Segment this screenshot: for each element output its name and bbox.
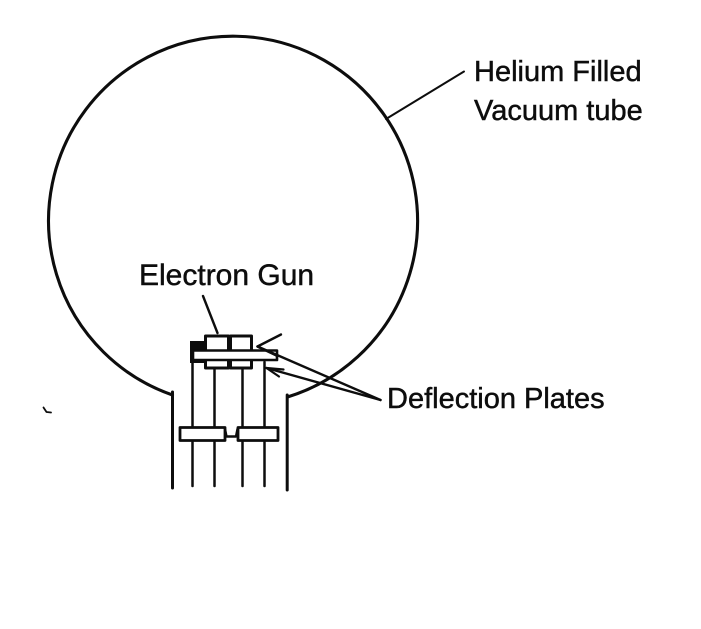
deflection-arrowhead-upper (256, 333, 283, 358)
label-tube-line2: Vacuum tube (474, 95, 643, 127)
label-deflection-plates: Deflection Plates (387, 383, 605, 415)
stray-mark (42, 406, 52, 414)
label-tube-line1: Helium Filled (474, 56, 642, 88)
label-electron-gun: Electron Gun (139, 259, 315, 292)
tube-bulb-outline (47, 34, 420, 399)
label-helium-filled-vacuum-tube: Helium Filled Vacuum tube (474, 53, 643, 131)
electron-gun-leader-line (201, 294, 219, 335)
support-collar-left (178, 426, 227, 442)
tube-label-leader-line (385, 70, 465, 120)
collar-connector (223, 427, 239, 438)
electron-gun-anode-bar (191, 349, 279, 362)
support-collar-right (236, 426, 280, 442)
deflection-arrowhead-lower (265, 366, 285, 378)
deflection-leader-lower (265, 366, 382, 402)
